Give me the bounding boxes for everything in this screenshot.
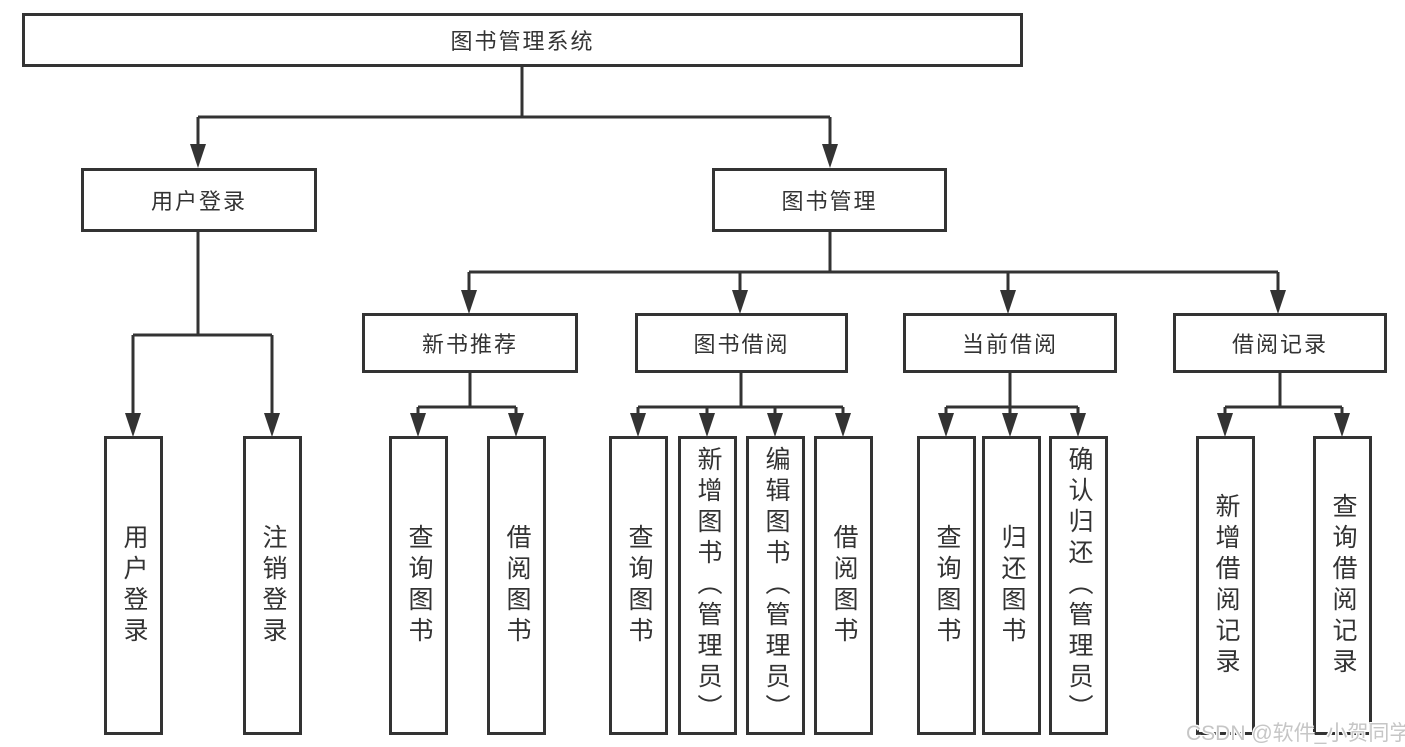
leaf-user-login: 用户登录 — [104, 436, 163, 735]
leaf-borrow-books: 借阅图书 — [814, 436, 873, 735]
leaf-query-borrow-record: 查询借阅记录 — [1313, 436, 1372, 735]
leaf-query-books-recommend: 查询图书 — [389, 436, 448, 735]
leaf-label: 借阅图书 — [503, 523, 531, 648]
leaf-borrow-books-recommend: 借阅图书 — [487, 436, 546, 735]
node-label: 图书管理 — [781, 189, 878, 214]
node-label: 新书推荐 — [421, 332, 518, 357]
leaf-label: 归还图书 — [998, 523, 1026, 648]
leaf-query-books-current: 查询图书 — [917, 436, 976, 735]
leaf-label: 注销登录 — [259, 523, 287, 648]
node-book-management: 图书管理 — [712, 168, 947, 232]
leaf-add-borrow-record: 新增借阅记录 — [1196, 436, 1255, 735]
node-label: 图书借阅 — [693, 332, 790, 357]
leaf-confirm-return-admin: 确认归还（管理员） — [1049, 436, 1108, 735]
node-label: 用户登录 — [150, 189, 247, 214]
node-label: 借阅记录 — [1231, 332, 1328, 357]
node-new-book-recommend: 新书推荐 — [362, 313, 578, 373]
leaf-logout: 注销登录 — [243, 436, 302, 735]
csdn-watermark: CSDN @软件_小贺同学 — [1186, 722, 1405, 745]
leaf-edit-books-admin: 编辑图书（管理员） — [746, 436, 805, 735]
node-label: 图书管理系统 — [450, 29, 595, 54]
leaf-label: 用户登录 — [120, 523, 148, 648]
leaf-label: 新增图书（管理员） — [694, 446, 722, 725]
leaf-label: 确认归还（管理员） — [1065, 446, 1093, 725]
node-book-borrow: 图书借阅 — [635, 313, 848, 373]
node-borrow-records: 借阅记录 — [1173, 313, 1387, 373]
leaf-label: 借阅图书 — [830, 523, 858, 648]
node-label: 当前借阅 — [961, 332, 1058, 357]
leaf-label: 查询图书 — [625, 523, 653, 648]
leaf-label: 查询图书 — [933, 523, 961, 648]
leaf-label: 新增借阅记录 — [1212, 492, 1240, 679]
arrowheads — [125, 144, 1350, 437]
leaf-label: 查询借阅记录 — [1329, 492, 1357, 679]
leaf-label: 编辑图书（管理员） — [762, 446, 790, 725]
node-library-management-system: 图书管理系统 — [22, 13, 1023, 67]
leaf-add-books-admin: 新增图书（管理员） — [678, 436, 737, 735]
leaf-return-books: 归还图书 — [982, 436, 1041, 735]
node-current-borrow: 当前借阅 — [903, 313, 1117, 373]
node-user-login: 用户登录 — [81, 168, 317, 232]
leaf-query-books-borrow: 查询图书 — [609, 436, 668, 735]
leaf-label: 查询图书 — [405, 523, 433, 648]
